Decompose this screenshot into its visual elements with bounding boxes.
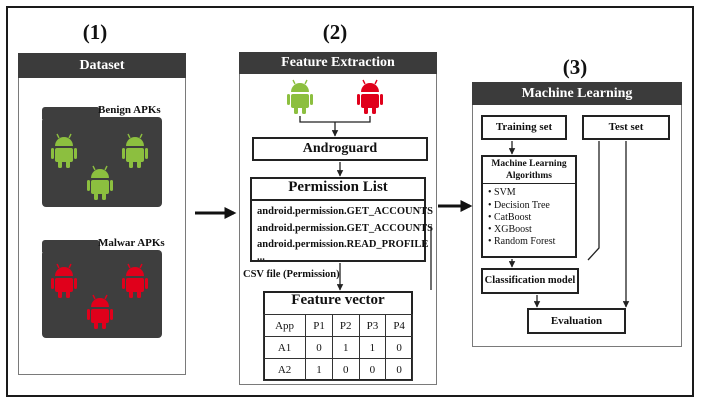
algorithm-label: Decision Tree — [494, 200, 550, 211]
android-icon — [50, 263, 78, 299]
table-cell: A1 — [262, 336, 307, 359]
benign-droid-top — [286, 79, 314, 115]
machine-learning-title: Machine Learning — [472, 82, 682, 105]
table-cell: A2 — [262, 358, 307, 381]
benign-apks-label: Benign APKs — [98, 104, 161, 116]
algorithm-item: • Decision Tree — [488, 200, 550, 211]
algorithm-item: • Random Forest — [488, 236, 556, 247]
step-number-1: (1) — [82, 20, 108, 44]
permission-list-box — [250, 177, 426, 262]
algorithm-label: SVM — [494, 187, 516, 198]
permission-item-ellipsis: ... — [257, 252, 265, 263]
droid-join-line — [299, 116, 371, 123]
feature-extraction-connectors — [299, 116, 432, 291]
table-cell: 0 — [385, 358, 413, 381]
feature-vector-title: Feature vector — [291, 292, 385, 308]
malware-apks-label: Malwar APKs — [98, 237, 165, 249]
android-icon — [121, 133, 149, 169]
figure-frame — [6, 6, 694, 397]
algorithm-label: Random Forest — [494, 236, 556, 247]
androguard-box: Androguard — [252, 137, 428, 161]
benign-folder-tab — [42, 107, 100, 119]
android-icon — [356, 79, 384, 115]
test-set-box: Test set — [582, 115, 670, 140]
android-icon — [50, 133, 78, 169]
dataset-title: Dataset — [18, 53, 186, 78]
permission-item-3: android.permission.READ_PROFILE — [257, 239, 429, 250]
evaluation-box: Evaluation — [527, 308, 626, 334]
table-row: A2 1 0 0 0 — [262, 358, 413, 381]
permission-item-1: android.permission.GET_ACCOUNTS — [257, 206, 434, 217]
ml-algorithms-title: Machine Learning Algorithms — [491, 159, 567, 181]
classification-model-box: Classification model — [481, 268, 579, 294]
table-header-row: App P1 P2 P3 P4 — [262, 314, 413, 337]
table-row: A1 0 1 1 0 — [262, 336, 413, 359]
android-icon — [86, 165, 114, 201]
algorithm-item: • CatBoost — [488, 212, 532, 223]
feature-vector-table: App P1 P2 P3 P4 A1 0 1 1 0 A2 1 0 0 0 — [262, 314, 413, 381]
ml-algorithms-divider — [481, 183, 577, 184]
ml-algorithms-box — [481, 155, 577, 258]
android-icon — [121, 263, 149, 299]
csv-file-label: CSV file (Permission) — [243, 269, 340, 280]
algorithm-item: • XGBoost — [488, 224, 532, 235]
step-number-2: (2) — [322, 20, 348, 44]
malware-droid-top — [356, 79, 384, 115]
training-set-box: Training set — [481, 115, 567, 140]
malware-droids — [50, 263, 149, 330]
table-cell: 1 — [305, 358, 333, 381]
test-feed-line — [587, 141, 600, 261]
android-icon — [286, 79, 314, 115]
algorithm-label: CatBoost — [494, 212, 532, 223]
algorithm-item: • SVM — [488, 187, 516, 198]
malware-folder-tab — [42, 240, 100, 252]
step-number-3: (3) — [562, 55, 588, 79]
feature-extraction-title: Feature Extraction — [239, 52, 437, 74]
algorithm-label: XGBoost — [494, 224, 532, 235]
permission-list-title: Permission List — [288, 179, 388, 195]
permission-item-2: android.permission.GET_ACCOUNTS — [257, 223, 434, 234]
benign-droids — [50, 133, 149, 201]
machine-learning-connectors — [508, 141, 630, 308]
permission-list-divider — [250, 199, 426, 201]
android-icon — [86, 294, 114, 330]
